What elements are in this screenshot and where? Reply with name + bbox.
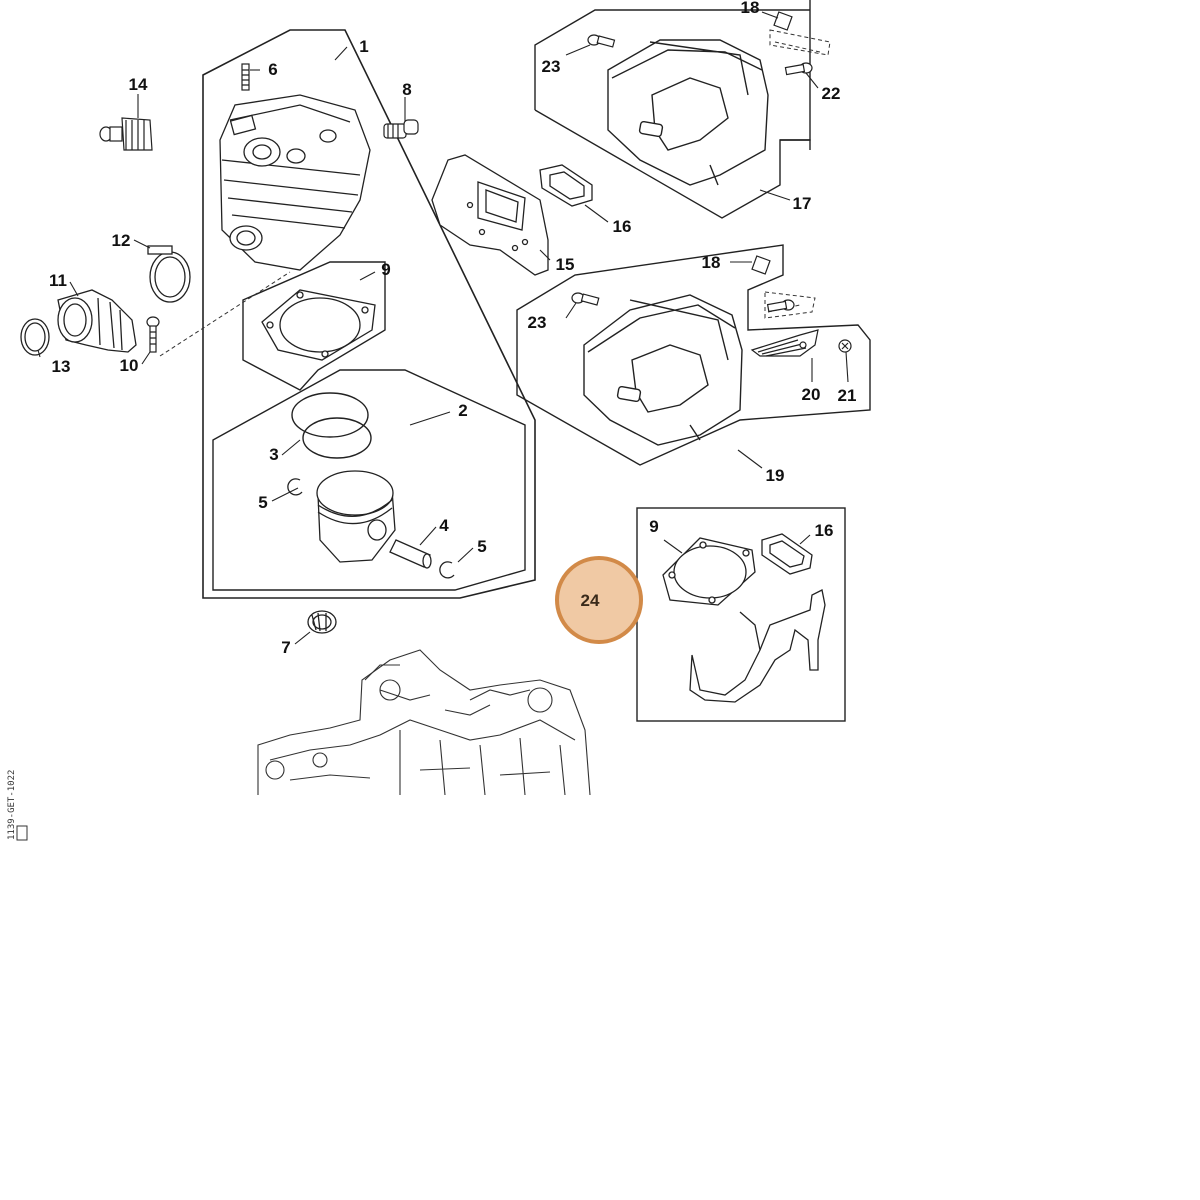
dashed-leader [159, 271, 291, 357]
nut-18a-part [773, 11, 793, 31]
gasket-16b-part [761, 533, 813, 575]
group-9-border [242, 261, 386, 391]
callout-3[interactable]: 3 [269, 445, 278, 464]
callout-16b[interactable]: 16 [815, 521, 834, 540]
dashed-box-a [769, 29, 831, 56]
manifold-part [57, 289, 137, 353]
callout-17[interactable]: 17 [793, 194, 812, 213]
group-2-border [212, 369, 526, 591]
reference-mark [16, 825, 28, 841]
callout-18b[interactable]: 18 [702, 253, 721, 272]
callout-22[interactable]: 22 [822, 84, 841, 103]
group-19-border [516, 244, 871, 466]
screw-22-part [784, 62, 813, 76]
callout-12[interactable]: 12 [112, 231, 131, 250]
leader-lines [37, 11, 849, 645]
callout-9b[interactable]: 9 [649, 517, 658, 536]
nut-18b-part [751, 255, 771, 275]
callout-4[interactable]: 4 [439, 516, 449, 535]
screw-23b-part [571, 292, 600, 306]
screw-23a-part [587, 34, 616, 48]
crankcase-part [257, 649, 591, 796]
piston-part [316, 470, 396, 563]
clamp-part [147, 245, 191, 303]
callout-21[interactable]: 21 [838, 386, 857, 405]
stud-part [241, 63, 250, 91]
callout-6[interactable]: 6 [268, 60, 277, 79]
crankcase-gasket-part [689, 589, 826, 703]
cylinder-part [219, 94, 371, 271]
valve-part [383, 119, 419, 139]
callout-9a[interactable]: 9 [381, 260, 390, 279]
callout-20[interactable]: 20 [802, 385, 821, 404]
callout-1[interactable]: 1 [359, 37, 368, 56]
buffer-part [99, 117, 153, 151]
callout-2[interactable]: 2 [458, 401, 467, 420]
piston-rings-part [291, 392, 372, 459]
heat-shield-part [431, 154, 549, 276]
callout-13[interactable]: 13 [52, 357, 71, 376]
screw-21-part [838, 339, 852, 353]
piston-pin-part [389, 539, 432, 569]
callout-14[interactable]: 14 [129, 75, 148, 94]
screw-10-part [146, 316, 160, 353]
muffler-19-part [583, 294, 743, 446]
group-1-border [202, 29, 536, 599]
circlip-b-part [439, 561, 455, 579]
callout-23b[interactable]: 23 [528, 313, 547, 332]
callout-8[interactable]: 8 [402, 80, 411, 99]
reference-code: 1139-GET-1022 [7, 770, 17, 840]
callout-19[interactable]: 19 [766, 466, 785, 485]
gasket-16a-part [539, 164, 593, 207]
group-17-border-b [780, 139, 811, 150]
muffler-17-part [607, 39, 769, 186]
highlight-circle-24[interactable] [555, 556, 643, 644]
callout-18a[interactable]: 18 [741, 0, 760, 17]
ring-part [20, 318, 50, 356]
callout-5b[interactable]: 5 [477, 537, 486, 556]
callout-5a[interactable]: 5 [258, 493, 267, 512]
callout-23a[interactable]: 23 [542, 57, 561, 76]
callout-7[interactable]: 7 [281, 638, 290, 657]
group-17-border [534, 0, 811, 219]
circlip-a-part [287, 478, 303, 496]
gasket-9b-part [662, 537, 756, 606]
gasket-9-part [261, 289, 376, 361]
callout-11[interactable]: 11 [49, 271, 67, 290]
callout-10[interactable]: 10 [120, 356, 139, 375]
screw-bottom-part [766, 299, 795, 313]
callout-16a[interactable]: 16 [613, 217, 632, 236]
callout-15[interactable]: 15 [556, 255, 575, 274]
screen-20-part [750, 329, 819, 357]
needle-cage-part [307, 610, 337, 634]
callout-24[interactable]: 24 [581, 591, 600, 610]
